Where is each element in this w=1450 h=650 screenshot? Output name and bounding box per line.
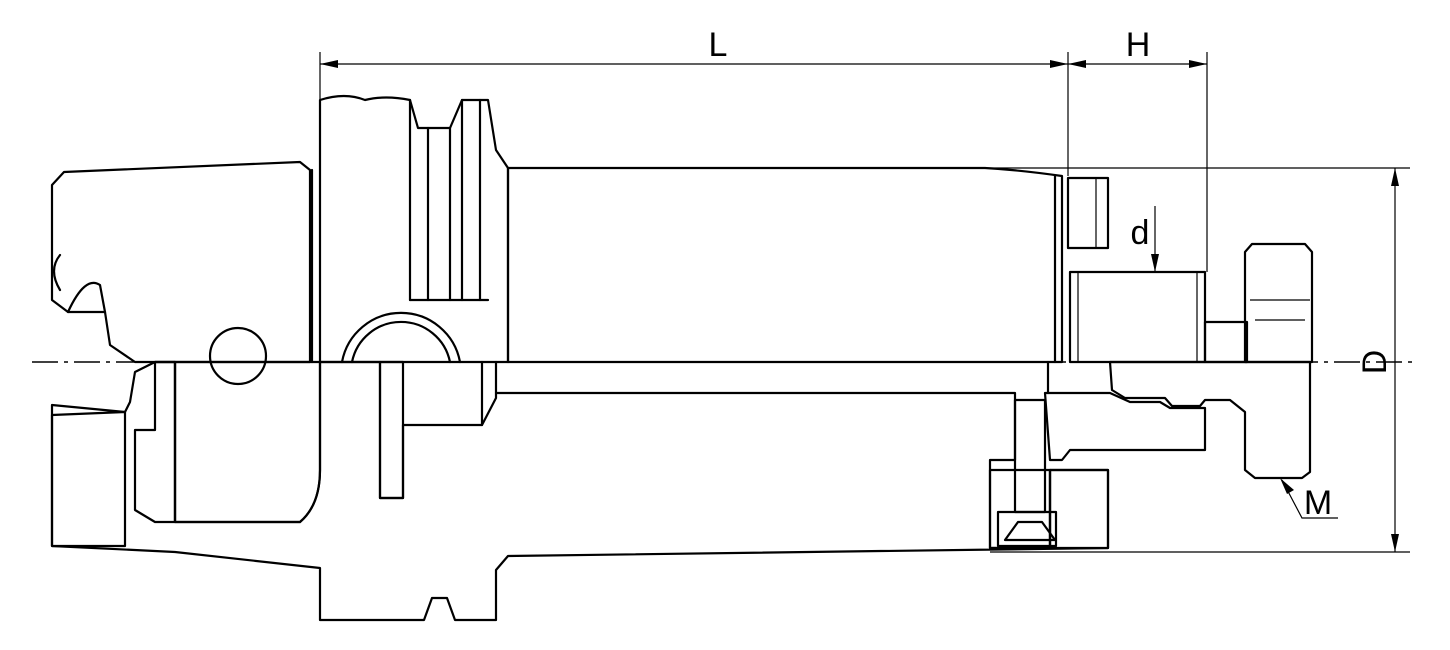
dim-L-arrow-left [320,60,338,68]
dim-label-D: D [1356,350,1394,375]
flange [318,94,510,364]
flange-end [50,410,127,548]
arbor-section [1043,391,1207,462]
drive-key [1066,176,1110,250]
dim-H-arrow-right [1189,60,1207,68]
body-section [50,360,1110,622]
dim-label-M: M [1304,484,1332,522]
inner-bore [173,360,322,524]
cutter-nut [1243,242,1314,364]
dim-L-arrow-right [1050,60,1068,68]
dim-label-H: H [1126,26,1151,64]
dim-H-arrow-left [1068,60,1086,68]
hex-socket-icon [1003,520,1057,542]
section-view [50,360,1312,622]
dimensions: L H d D M [319,26,1410,553]
drive-notch-inner [350,320,452,364]
dim-label-L: L [709,26,728,64]
dim-d-arrow [1151,254,1159,272]
body-cylinder [506,166,1064,364]
dim-D-arrow-bottom [1391,534,1399,552]
key-slot [52,253,107,314]
cutter-nut-section [1108,360,1312,480]
screw-shaft [1013,398,1047,514]
arbor-pilot [1068,270,1207,364]
drive-ball [208,326,268,386]
shank-groove [378,360,405,500]
screw-stub [1203,320,1249,364]
taper-bore [133,360,177,524]
dim-M-arrow [1280,478,1294,494]
drive-notch [340,311,462,364]
clamp-block [1048,468,1110,550]
dim-D-arrow-top [1391,168,1399,186]
taper-shank [50,160,312,364]
external-view [50,94,1314,386]
dim-label-d: d [1131,214,1150,252]
